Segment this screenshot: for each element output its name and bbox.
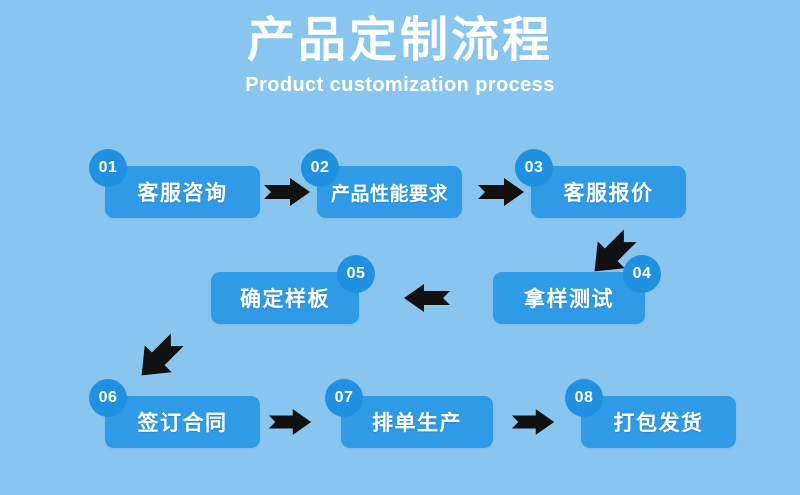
header: 产品定制流程 Product customization process bbox=[0, 0, 800, 97]
step-box[interactable]: 产品性能要求 bbox=[317, 166, 462, 218]
step-label: 排单生产 bbox=[372, 412, 462, 435]
flow-step-08[interactable]: 打包发货 08 bbox=[565, 379, 736, 448]
page-title: 产品定制流程 bbox=[246, 14, 553, 67]
arrow-right-06-07 bbox=[267, 407, 313, 437]
flow-step-06[interactable]: 签订合同 06 bbox=[89, 379, 260, 448]
arrow-right-07-08 bbox=[510, 407, 556, 437]
flow-step-01[interactable]: 客服咨询 01 bbox=[89, 149, 260, 218]
step-number-badge: 04 bbox=[623, 255, 661, 293]
step-number-badge: 06 bbox=[89, 379, 127, 417]
arrow-left-04-05 bbox=[400, 283, 452, 313]
arrow-down-left-05-06 bbox=[131, 330, 187, 386]
step-box[interactable]: 签订合同 bbox=[105, 396, 260, 448]
step-number-badge: 07 bbox=[325, 379, 363, 417]
step-number-badge: 02 bbox=[301, 149, 339, 187]
step-label: 确定样板 bbox=[240, 288, 330, 311]
step-box[interactable]: 客服报价 bbox=[531, 166, 686, 218]
flow-step-02[interactable]: 产品性能要求 02 bbox=[301, 149, 462, 218]
step-label: 客服报价 bbox=[563, 182, 654, 205]
step-number-badge: 01 bbox=[89, 149, 127, 187]
step-number-badge: 05 bbox=[337, 255, 375, 293]
step-label: 客服咨询 bbox=[137, 182, 228, 205]
arrow-right-01-02 bbox=[262, 177, 312, 207]
step-number-badge: 08 bbox=[565, 379, 603, 417]
step-label: 打包发货 bbox=[613, 412, 704, 435]
step-label: 签订合同 bbox=[137, 412, 228, 435]
step-box[interactable]: 打包发货 bbox=[581, 396, 736, 448]
step-number-badge: 03 bbox=[515, 149, 553, 187]
flow-step-05[interactable]: 确定样板 05 bbox=[211, 255, 375, 324]
step-box[interactable]: 客服咨询 bbox=[105, 166, 260, 218]
flow-step-03[interactable]: 客服报价 03 bbox=[515, 149, 686, 218]
step-label: 产品性能要求 bbox=[330, 183, 448, 205]
step-box[interactable]: 拿样测试 bbox=[493, 272, 645, 324]
step-label: 拿样测试 bbox=[524, 288, 614, 311]
flow-step-04[interactable]: 拿样测试 04 bbox=[493, 255, 661, 324]
step-box[interactable]: 排单生产 bbox=[341, 396, 493, 448]
flow-step-07[interactable]: 排单生产 07 bbox=[325, 379, 493, 448]
page-subtitle: Product customization process bbox=[245, 73, 555, 96]
arrow-down-left-03-04 bbox=[584, 226, 640, 282]
arrow-right-02-03 bbox=[476, 177, 526, 207]
step-box[interactable]: 确定样板 bbox=[211, 272, 359, 324]
